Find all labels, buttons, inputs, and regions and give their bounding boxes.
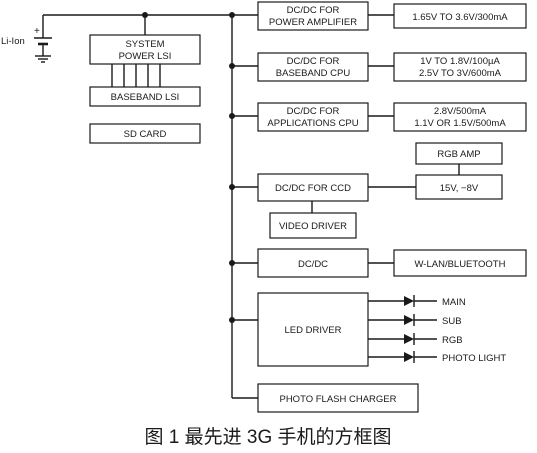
led-output-photo-light: PHOTO LIGHT — [442, 353, 506, 364]
power-amp-spec-block: 1.65V TO 3.6V/300mA — [393, 3, 527, 29]
dcdc-baseband-line1: DC/DC FOR — [287, 56, 340, 67]
photo-flash-charger-block: PHOTO FLASH CHARGER — [257, 383, 419, 413]
dcdc-label: DC/DC — [298, 259, 328, 270]
led-diodes — [404, 295, 415, 363]
dcdc-power-amp-line1: DC/DC FOR — [287, 5, 340, 16]
apps-spec-line2: 1.1V OR 1.5V/500mA — [414, 118, 506, 129]
led-output-sub: SUB — [442, 316, 462, 327]
wires — [42, 14, 460, 399]
battery-symbol: + — [34, 26, 52, 63]
baseband-lsi-label: BASEBAND LSI — [111, 92, 180, 103]
wlan-bluetooth-label: W-LAN/BLUETOOTH — [415, 259, 506, 270]
led-output-rgb: RGB — [442, 335, 463, 346]
diode-main — [404, 295, 415, 307]
dcdc-power-amplifier-block: DC/DC FOR POWER AMPLIFIER — [257, 1, 369, 31]
dcdc-ccd-block: DC/DC FOR CCD — [257, 173, 369, 202]
ccd-spec-label: 15V, −8V — [440, 183, 479, 194]
system-power-lsi-block: SYSTEM POWER LSI — [89, 34, 201, 65]
led-output-main: MAIN — [442, 297, 466, 308]
junction-dots — [142, 12, 235, 323]
wlan-bluetooth-block: W-LAN/BLUETOOTH — [393, 249, 527, 277]
rgb-amp-block: RGB AMP — [415, 142, 503, 165]
photo-flash-charger-label: PHOTO FLASH CHARGER — [279, 394, 396, 405]
system-power-lsi-line1: SYSTEM — [125, 39, 164, 50]
battery-label: Li-Ion — [1, 36, 25, 47]
baseband-spec-block: 1V TO 1.8V/100µA 2.5V TO 3V/600mA — [393, 52, 527, 82]
figure-caption: 图 1 最先进 3G 手机的方框图 — [144, 426, 391, 448]
apps-spec-block: 2.8V/500mA 1.1V OR 1.5V/500mA — [393, 102, 527, 132]
video-driver-label: VIDEO DRIVER — [279, 221, 347, 232]
led-driver-block: LED DRIVER — [257, 292, 369, 367]
dcdc-apps-line1: DC/DC FOR — [287, 106, 340, 117]
battery-plus-sign: + — [34, 26, 40, 37]
power-amp-spec-label: 1.65V TO 3.6V/300mA — [412, 12, 508, 23]
rgb-amp-label: RGB AMP — [437, 149, 480, 160]
system-power-lsi-line2: POWER LSI — [119, 51, 172, 62]
dcdc-block: DC/DC — [257, 248, 369, 278]
ccd-spec-block: 15V, −8V — [415, 174, 503, 200]
baseband-spec-line1: 1V TO 1.8V/100µA — [420, 56, 500, 67]
diode-rgb — [404, 333, 415, 345]
video-driver-block: VIDEO DRIVER — [269, 212, 357, 239]
dcdc-applications-cpu-block: DC/DC FOR APPLICATIONS CPU — [257, 102, 369, 132]
sd-card-block: SD CARD — [89, 123, 201, 144]
diode-sub — [404, 314, 415, 326]
apps-spec-line1: 2.8V/500mA — [434, 106, 487, 117]
sd-card-label: SD CARD — [124, 129, 167, 140]
baseband-lsi-block: BASEBAND LSI — [89, 86, 201, 107]
dcdc-baseband-line2: BASEBAND CPU — [276, 68, 351, 79]
led-driver-label: LED DRIVER — [284, 325, 341, 336]
dcdc-baseband-cpu-block: DC/DC FOR BASEBAND CPU — [257, 52, 369, 82]
dcdc-ccd-label: DC/DC FOR CCD — [275, 183, 351, 194]
baseband-spec-line2: 2.5V TO 3V/600mA — [419, 68, 502, 79]
dcdc-apps-line2: APPLICATIONS CPU — [267, 118, 358, 129]
diode-photo-light — [404, 351, 415, 363]
dcdc-power-amp-line2: POWER AMPLIFIER — [269, 17, 357, 28]
